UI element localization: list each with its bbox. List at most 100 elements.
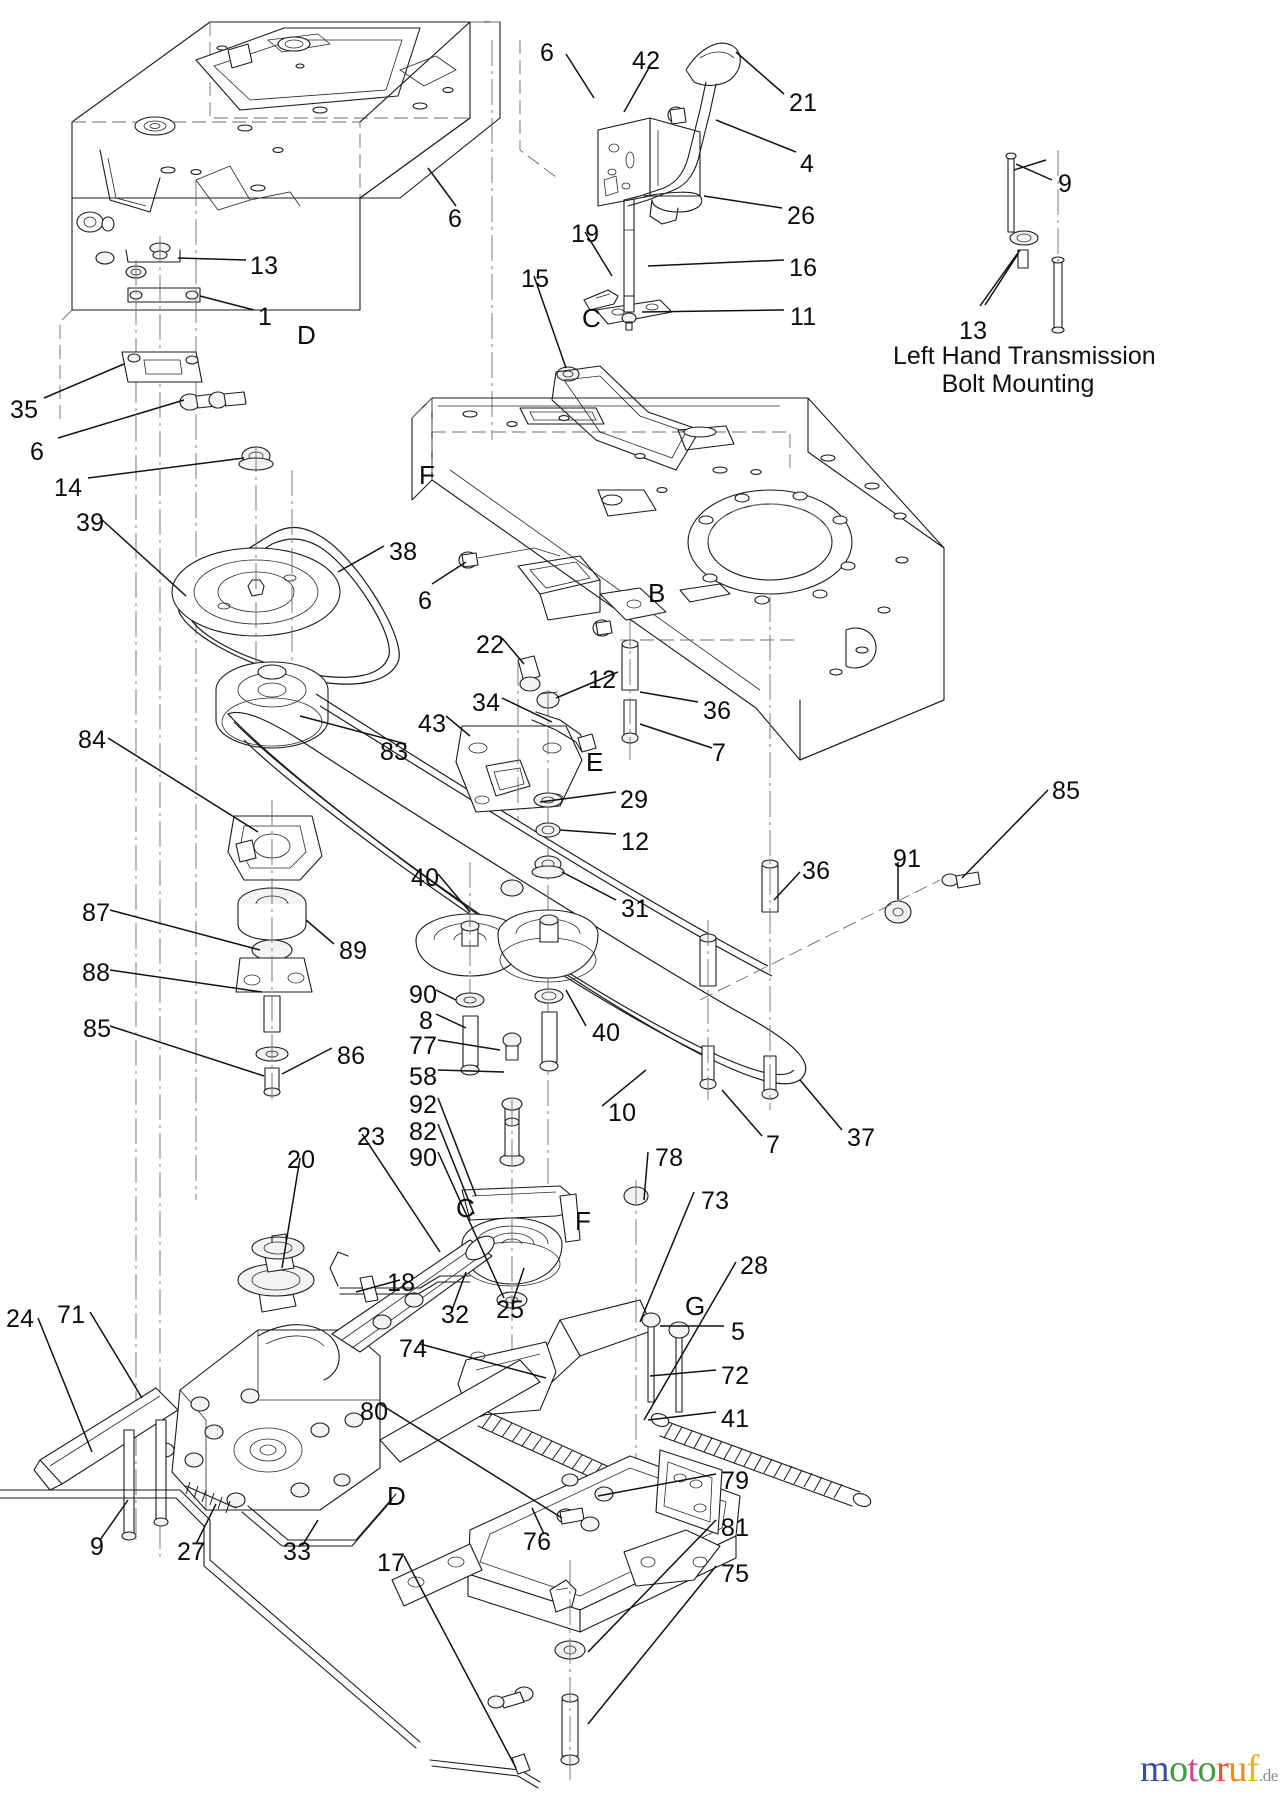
- callout-d-71: D: [387, 1481, 406, 1511]
- callout-83-27: 83: [380, 738, 409, 766]
- callout-6-19: 6: [418, 587, 433, 615]
- callout-90-53: 90: [409, 1144, 438, 1172]
- callout-14-16: 14: [54, 474, 83, 502]
- drive-belt-upper: [171, 446, 400, 700]
- callout-17-78: 17: [377, 1549, 406, 1577]
- lh-transmission-bolt-inset: [984, 150, 1065, 334]
- callout-18-60: 18: [387, 1269, 416, 1297]
- callout-80-69: 80: [360, 1398, 389, 1426]
- transmission-assembly: [33, 1233, 541, 1547]
- transmission-note-line2: Bolt Mounting: [941, 370, 1095, 398]
- callout-15-9: 15: [521, 265, 550, 293]
- motoruf-watermark: motoruf.de: [1140, 1750, 1278, 1788]
- callout-76-73: 76: [523, 1528, 552, 1556]
- callout-71-62: 71: [57, 1301, 86, 1329]
- callout-77-44: 77: [409, 1032, 438, 1060]
- callout-86-45: 86: [337, 1042, 366, 1070]
- callout-f-58: F: [575, 1206, 591, 1236]
- callout-26-6: 26: [787, 202, 816, 230]
- watermark-char-3: o: [1197, 1748, 1217, 1790]
- callout-85-31: 85: [1052, 777, 1081, 805]
- idler-bracket-43: [455, 655, 597, 1190]
- shift-lever-assembly: [491, 40, 741, 440]
- callout-88-39: 88: [82, 959, 111, 987]
- watermark-char-2: t: [1187, 1748, 1199, 1790]
- callout-5-66: 5: [731, 1318, 746, 1346]
- callout-4-3: 4: [800, 150, 815, 178]
- idler-pulleys-40: [415, 862, 599, 1010]
- idler-cluster-82: [457, 1097, 655, 1520]
- callout-81-74: 81: [721, 1514, 750, 1542]
- watermark-suffix: .de: [1258, 1766, 1278, 1785]
- callout-79-72: 79: [721, 1467, 750, 1495]
- callout-34-24: 34: [472, 689, 501, 717]
- callout-89-38: 89: [339, 937, 368, 965]
- callout-c-57: C: [456, 1193, 475, 1223]
- callout-7-51: 7: [766, 1131, 781, 1159]
- callout-1-11: 1: [258, 303, 273, 331]
- callout-6-0: 6: [540, 39, 555, 67]
- watermark-char-6: f: [1246, 1748, 1260, 1790]
- callout-36-34: 36: [802, 857, 831, 885]
- bottom-mount-plate: [0, 1312, 741, 1789]
- callout-87-37: 87: [82, 899, 111, 927]
- callout-e-26: E: [586, 747, 604, 777]
- callout-19-8: 19: [571, 220, 600, 248]
- callout-g-61: G: [685, 1291, 706, 1321]
- callout-11-12: 11: [790, 303, 817, 331]
- callout-9-4: 9: [1058, 170, 1073, 198]
- callout-6-5: 6: [448, 205, 463, 233]
- callout-c-82: C: [582, 303, 601, 333]
- callout-12-32: 12: [621, 828, 650, 856]
- callout-73-54: 73: [701, 1187, 730, 1215]
- callout-40-42: 40: [592, 1019, 621, 1047]
- callout-82-50: 82: [409, 1118, 438, 1146]
- callout-12-22: 12: [588, 666, 617, 694]
- callout-78-52: 78: [655, 1144, 684, 1172]
- watermark-char-5: u: [1228, 1748, 1247, 1790]
- double-pulley-83: [215, 661, 329, 749]
- callout-13-13: 13: [959, 317, 988, 345]
- hardware-stack-31: [531, 792, 565, 879]
- watermark-char-0: m: [1140, 1748, 1170, 1790]
- callout-90-40: 90: [409, 981, 438, 1009]
- callout-43-25: 43: [418, 710, 447, 738]
- callout-84-29: 84: [78, 726, 107, 754]
- callout-6-15: 6: [30, 438, 45, 466]
- callout-7-28: 7: [712, 739, 727, 767]
- callout-74-67: 74: [399, 1335, 428, 1363]
- callout-38-18: 38: [389, 538, 418, 566]
- callout-31-36: 31: [621, 895, 650, 923]
- transmission-note-line1: Left Hand Transmission: [893, 342, 1156, 370]
- chassis-upper: [59, 21, 501, 1560]
- callout-72-68: 72: [721, 1362, 750, 1390]
- callout-8-41: 8: [419, 1007, 434, 1035]
- callout-36-23: 36: [703, 697, 732, 725]
- callout-91-33: 91: [893, 845, 922, 873]
- callout-24-63: 24: [6, 1305, 35, 1333]
- callout-21-2: 21: [789, 89, 818, 117]
- callout-42-1: 42: [632, 47, 661, 75]
- watermark-char-1: o: [1169, 1748, 1188, 1790]
- watermark-char-4: r: [1216, 1748, 1229, 1790]
- callout-b-20: B: [648, 578, 666, 608]
- callout-25-65: 25: [496, 1296, 525, 1324]
- callout-41-70: 41: [721, 1405, 750, 1433]
- pulley-fasteners: [455, 879, 564, 1076]
- callout-40-35: 40: [411, 864, 440, 892]
- callout-35-14: 35: [10, 396, 39, 424]
- left-bearing-stack: [227, 800, 323, 1100]
- right-hardware: [620, 596, 981, 1110]
- callout-75-79: 75: [721, 1560, 750, 1588]
- callout-29-30: 29: [620, 786, 649, 814]
- callout-92-47: 92: [409, 1091, 438, 1119]
- callout-16-10: 16: [789, 254, 818, 282]
- callout-d-80: D: [297, 320, 316, 350]
- callout-39-17: 39: [76, 509, 105, 537]
- callout-f-81: F: [419, 460, 435, 490]
- callout-58-46: 58: [409, 1063, 438, 1091]
- callout-33-77: 33: [283, 1538, 312, 1566]
- callout-13-7: 13: [250, 252, 279, 280]
- callout-10-48: 10: [608, 1099, 637, 1127]
